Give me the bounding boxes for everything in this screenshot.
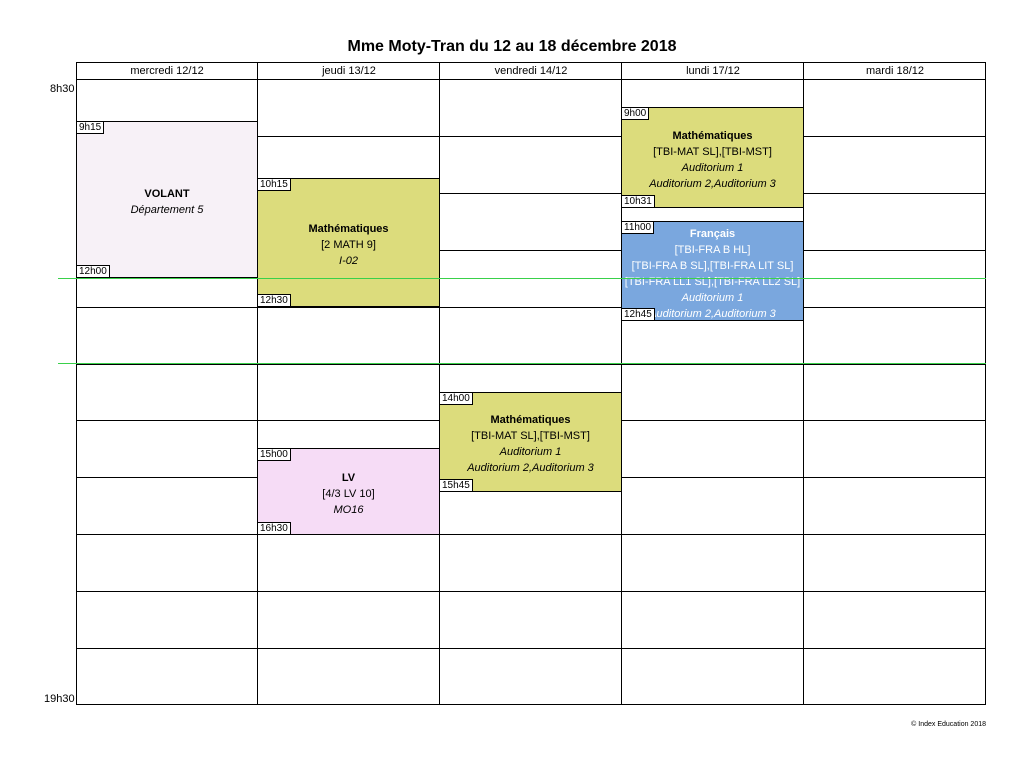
course-room: Auditorium 1 bbox=[681, 292, 744, 304]
course-group: [4/3 LV 10] bbox=[322, 488, 375, 500]
column-line bbox=[439, 62, 440, 705]
course-end-time: 12h45 bbox=[621, 308, 655, 321]
time-start-label: 8h30 bbox=[50, 83, 75, 95]
course-subject: Français bbox=[689, 228, 736, 240]
course-end-time: 16h30 bbox=[257, 522, 291, 535]
break-separator-line bbox=[58, 363, 986, 364]
time-end-label: 19h30 bbox=[44, 693, 75, 705]
day-header-vendredi: vendredi 14/12 bbox=[494, 65, 568, 77]
grid-row-line bbox=[76, 648, 986, 649]
course-start-time: 11h00 bbox=[621, 221, 655, 234]
grid-row-line bbox=[76, 591, 986, 592]
course-end-time: 12h00 bbox=[76, 265, 110, 278]
course-subject: Mathématiques bbox=[490, 414, 571, 426]
grid-row-line bbox=[76, 136, 986, 137]
column-line bbox=[257, 62, 258, 705]
grid-row-line bbox=[76, 307, 986, 308]
course-block-lv[interactable]: LV [4/3 LV 10] MO16 15h00 16h30 bbox=[257, 448, 440, 535]
course-room: Auditorium 2,Auditorium 3 bbox=[649, 178, 776, 190]
day-header-jeudi: jeudi 13/12 bbox=[322, 65, 376, 77]
grid-row-line bbox=[76, 364, 986, 365]
grid-row-line bbox=[76, 534, 986, 535]
course-group: [TBI-FRA B SL],[TBI-FRA LIT SL] bbox=[631, 260, 794, 272]
course-room: Auditorium 1 bbox=[681, 162, 744, 174]
course-subject: Mathématiques bbox=[672, 130, 753, 142]
course-room: Auditorium 2,Auditorium 3 bbox=[467, 462, 594, 474]
course-start-time: 9h15 bbox=[76, 121, 105, 134]
course-subject: VOLANT bbox=[144, 188, 190, 200]
grid-bottom-border bbox=[76, 704, 986, 705]
course-end-time: 15h45 bbox=[439, 479, 473, 492]
course-start-time: 15h00 bbox=[257, 448, 291, 461]
course-group: [TBI-MAT SL],[TBI-MST] bbox=[653, 146, 772, 158]
grid-top-border bbox=[76, 62, 986, 63]
course-room: MO16 bbox=[333, 504, 364, 516]
course-room: Auditorium 2,Auditorium 3 bbox=[649, 308, 776, 320]
course-start-time: 9h00 bbox=[621, 107, 650, 120]
course-block-mathematiques[interactable]: Mathématiques [TBI-MAT SL],[TBI-MST] Aud… bbox=[621, 107, 804, 208]
course-end-time: 12h30 bbox=[257, 294, 291, 307]
course-group: [TBI-FRA LL1 SL],[TBI-FRA LL2 SL] bbox=[624, 276, 801, 288]
column-line bbox=[985, 62, 986, 705]
course-group: [2 MATH 9] bbox=[321, 239, 376, 251]
course-room: I-02 bbox=[339, 255, 358, 267]
column-line bbox=[621, 62, 622, 705]
page-title: Mme Moty-Tran du 12 au 18 décembre 2018 bbox=[347, 38, 677, 55]
course-subject: LV bbox=[341, 472, 356, 484]
course-block-mathematiques[interactable]: Mathématiques [2 MATH 9] I-02 10h15 12h3… bbox=[257, 178, 440, 307]
course-end-time: 10h31 bbox=[621, 195, 655, 208]
course-start-time: 10h15 bbox=[257, 178, 291, 191]
day-header-mardi: mardi 18/12 bbox=[865, 65, 925, 77]
course-group: [TBI-FRA B HL] bbox=[674, 244, 751, 256]
day-header-lundi: lundi 17/12 bbox=[686, 65, 740, 77]
course-block-francais[interactable]: Français [TBI-FRA B HL] [TBI-FRA B SL],[… bbox=[621, 221, 804, 321]
column-line bbox=[803, 62, 804, 705]
day-header-mercredi: mercredi 12/12 bbox=[130, 65, 204, 77]
column-line bbox=[76, 62, 77, 705]
copyright-notice: © Index Education 2018 bbox=[911, 721, 986, 728]
break-separator-line bbox=[58, 278, 986, 279]
course-group: [TBI-MAT SL],[TBI-MST] bbox=[471, 430, 590, 442]
course-start-time: 14h00 bbox=[439, 392, 473, 405]
header-separator bbox=[76, 79, 986, 80]
course-room: Département 5 bbox=[130, 204, 204, 216]
timetable-grid: mercredi 12/12 jeudi 13/12 vendredi 14/1… bbox=[58, 62, 986, 705]
course-block-mathematiques[interactable]: Mathématiques [TBI-MAT SL],[TBI-MST] Aud… bbox=[439, 392, 622, 492]
course-block-volant[interactable]: VOLANT Département 5 9h15 12h00 bbox=[76, 121, 258, 278]
grid-row-line bbox=[76, 193, 986, 194]
grid-row-line bbox=[76, 250, 986, 251]
course-subject: Mathématiques bbox=[308, 223, 389, 235]
course-room: Auditorium 1 bbox=[499, 446, 562, 458]
